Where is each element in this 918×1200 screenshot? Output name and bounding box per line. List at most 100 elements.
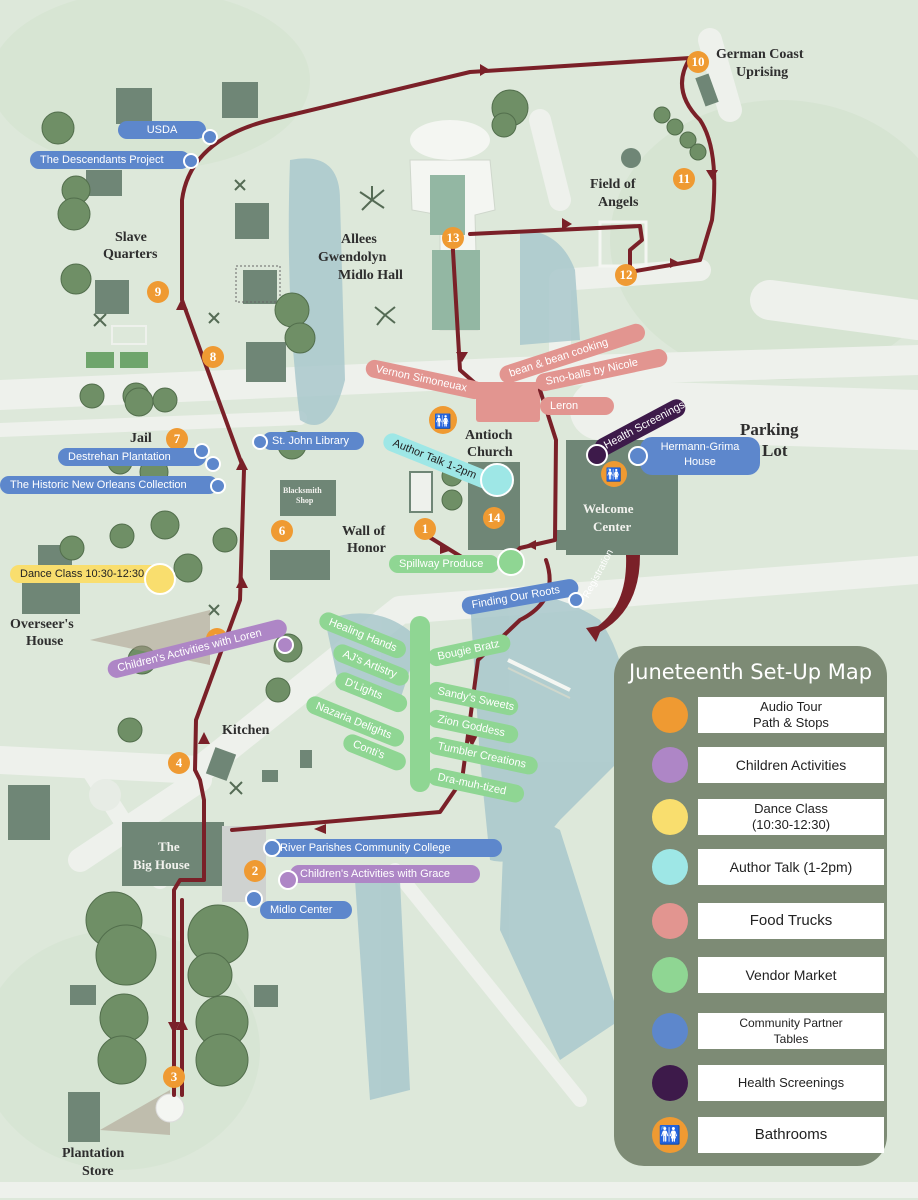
overseers-house-label: House [26,634,64,649]
legend-label-bathrooms: Bathrooms [698,1117,884,1153]
tour-stop-10[interactable]: 10 [687,51,709,73]
legend-swatch-vendor [652,957,688,993]
legend-item-dance: Dance Class(10:30-12:30) [652,794,884,840]
legend-label-author: Author Talk (1-2pm) [698,849,884,885]
legend-swatch-audio-tour [652,697,688,733]
legend-item-food: Food Trucks [652,898,884,944]
legend-label-vendor: Vendor Market [698,957,884,993]
partner-tag-descendants[interactable]: The Descendants Project [30,151,190,169]
tour-stop-7[interactable]: 7 [166,428,188,450]
jail-label: Jail [130,431,152,446]
legend-swatch-children [652,747,688,783]
dance-class-dot [144,563,176,595]
tour-stop-3[interactable]: 3 [163,1066,185,1088]
partner-dot-descendants [183,153,199,169]
hermann-line-1: Hermann-Grima [660,441,740,453]
partner-dot-rpcc [263,839,281,857]
partner-dot-destrehan [194,443,210,459]
legend-swatch-author [652,849,688,885]
hermann-line-2: House [684,456,716,468]
svg-text:🚻: 🚻 [434,413,451,430]
legend-title: Juneteenth Set-Up Map [628,660,873,684]
partner-tag-hermann[interactable]: Hermann-Grima House [640,437,760,475]
legend-item-children: Children Activities [652,742,884,788]
partner-dot-st-john [252,434,268,450]
center-label: Center [593,519,632,534]
quarters-label: Quarters [103,247,158,262]
partner-dot-midlo [245,890,263,908]
legend-item-author: Author Talk (1-2pm) [652,844,884,890]
path-arrows [168,64,718,1034]
legend-label-health: Health Screenings [698,1065,884,1101]
tour-stop-11[interactable]: 11 [673,168,695,190]
midlo-hall-label: Midlo Hall [338,268,403,283]
angels-label: Angels [598,195,639,210]
svg-text:🚻: 🚻 [606,467,622,483]
tour-stop-12[interactable]: 12 [615,264,637,286]
gwendolyn-label: Gwendolyn [318,250,387,265]
vendor-market-strip [410,616,430,792]
partner-dot-hnoc [210,478,226,494]
partner-tag-usda[interactable]: USDA [118,121,206,139]
tour-stop-14[interactable]: 14 [483,507,505,529]
children-dot-grace [278,870,298,890]
vendor-spillway-dot [497,548,525,576]
partner-tag-st-john[interactable]: St. John Library [262,432,364,450]
legend-label-dance: Dance Class(10:30-12:30) [698,799,884,835]
legend-label-food: Food Trucks [698,903,884,939]
tour-path [172,56,717,1097]
partner-dot-finding [568,592,584,608]
tour-stop-6[interactable]: 6 [271,520,293,542]
plantation-label: Plantation [62,1146,125,1161]
author-talk-dot [480,463,514,497]
registration-arrow [586,555,640,642]
store-label: Store [82,1164,114,1179]
legend-item-bathrooms: 🚻 Bathrooms [652,1112,884,1158]
allees-label: Allees [341,232,377,247]
lot-label: Lot [762,441,788,460]
legend-item-vendor: Vendor Market [652,952,884,998]
legend-swatch-dance [652,799,688,835]
food-truck-leron[interactable]: Leron [540,397,614,415]
kitchen-label: Kitchen [222,723,270,738]
legend-swatch-health [652,1065,688,1101]
legend-swatch-community [652,1013,688,1049]
buildings [8,73,719,1142]
field-of-label: Field of [590,177,636,192]
restroom-icon: 🚻 [652,1117,688,1153]
tour-stop-9[interactable]: 9 [147,281,169,303]
partner-tag-midlo-center[interactable]: Midlo Center [260,901,352,919]
restroom-icon-antioch: 🚻 [429,406,457,434]
blacksmith-label: Blacksmith [283,486,322,495]
vendor-spillway-produce[interactable]: Spillway Produce [389,555,499,573]
tour-stop-2[interactable]: 2 [244,860,266,882]
tour-stop-13[interactable]: 13 [442,227,464,249]
health-screenings-dot [586,444,608,466]
welcome-label: Welcome [583,501,634,516]
food-truck-block [476,382,540,422]
trees [41,89,707,1087]
legend-swatch-food [652,903,688,939]
tour-stop-4[interactable]: 4 [168,752,190,774]
partner-tag-destrehan[interactable]: Destrehan Plantation [58,448,206,466]
church-label: Church [467,445,513,460]
partner-tag-hnoc[interactable]: The Historic New Orleans Collection [0,476,218,494]
children-dot-loren [276,636,294,654]
partner-tag-rpcc[interactable]: River Parishes Community College [270,839,502,857]
tour-stop-8[interactable]: 8 [202,346,224,368]
children-activities-grace-tag[interactable]: Children's Activities with Grace [290,865,480,883]
antioch-label: Antioch [465,428,513,443]
slave-label: Slave [115,230,147,245]
tour-stop-1[interactable]: 1 [414,518,436,540]
overseers-label: Overseer's [10,617,74,632]
partner-dot-hermann [628,446,648,466]
partner-dot-destrehan-2 [205,456,221,472]
partner-dot-usda [202,129,218,145]
big-house-building [122,822,224,886]
dance-class-tag[interactable]: Dance Class 10:30-12:30 [10,565,160,583]
